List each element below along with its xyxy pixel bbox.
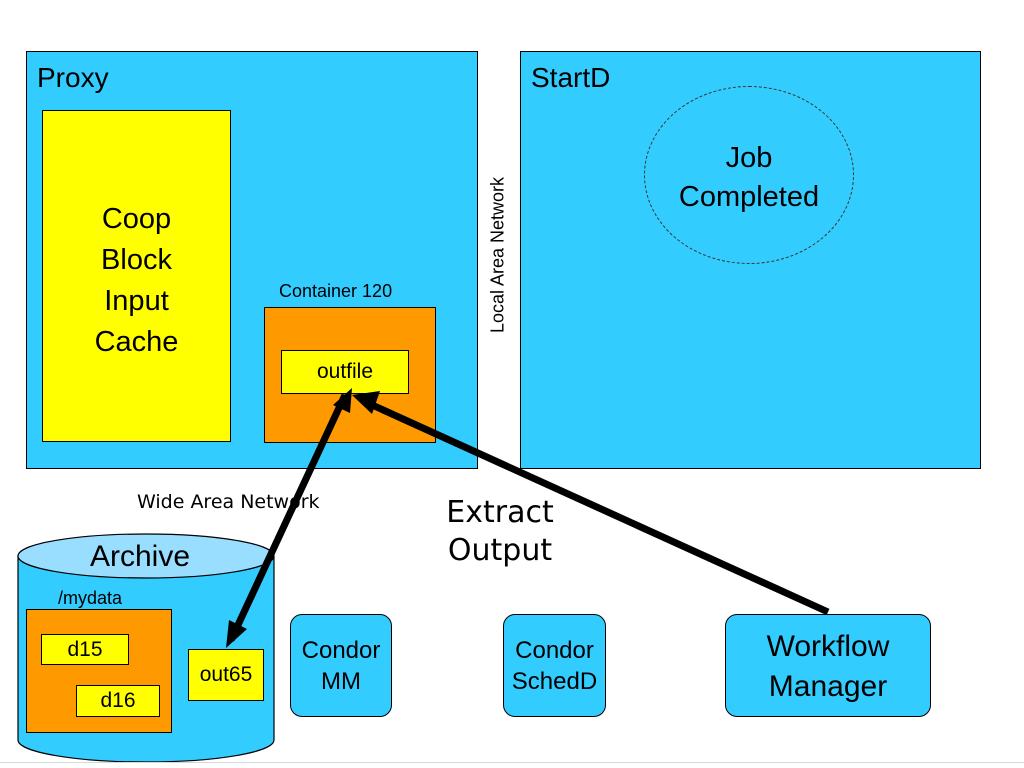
mydata-label: /mydata [58,588,123,608]
outfile-box: outfile [281,350,409,394]
container-label: Container 120 [279,281,393,301]
condor-schedd-box: Condor SchedD [503,614,606,717]
arrowhead-up-outfile [333,388,352,413]
workflow-line: Workflow [766,630,890,663]
cache-label-line: Coop [101,203,172,235]
out65-box: out65 [188,649,264,701]
arrow-outfile-to-out65-shaft [227,393,349,642]
out65-label: out65 [199,663,253,686]
coop-block-input-cache: Coop Block Input Cache [42,110,231,442]
workflow-line: Manager [768,670,888,703]
condor-schedd-line: SchedD [511,668,598,695]
extract-label-line: Output [447,533,553,568]
file-d16: d16 [76,685,160,717]
condor-mm-line: MM [321,668,361,695]
startd-title: StartD [531,62,611,93]
cache-label-line: Block [101,244,172,276]
outfile-label: outfile [316,360,374,383]
file-d15: d15 [41,634,129,665]
condor-mm-box: Condor MM [290,614,392,717]
arrow-workflow-to-outfile-shaft [368,400,830,616]
file-d16-label: d16 [100,689,136,712]
job-completed-circle: Job Completed [644,86,854,264]
proxy-title: Proxy [37,62,109,93]
workflow-manager-box: Workflow Manager [725,614,931,717]
archive-top [17,533,275,579]
archive-title: Archive [90,540,191,573]
wan-label: Wide Area Network [137,491,320,513]
job-label-line: Job [725,142,773,174]
extract-label-line: Extract [446,495,554,530]
job-label-line: Completed [678,181,820,213]
cache-label-line: Input [104,285,169,317]
arrowhead-workflow-outfile [352,391,380,414]
extract-output-label: Extract Output [430,494,570,570]
arrowhead-down-out65 [226,620,247,648]
condor-schedd-line: Condor [515,637,594,664]
condor-mm-line: Condor [301,637,381,664]
bottom-divider [0,762,1024,763]
file-d15-label: d15 [67,638,103,661]
cache-label-line: Cache [94,326,179,358]
